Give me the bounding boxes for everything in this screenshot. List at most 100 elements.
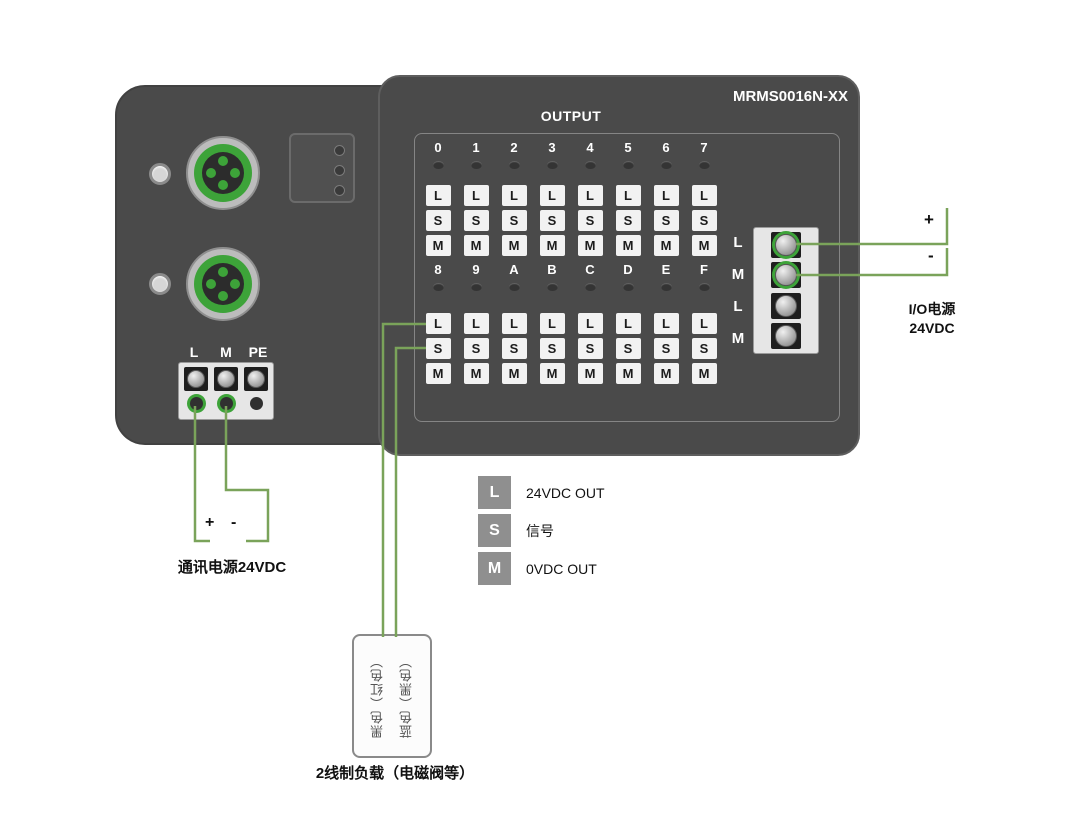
terminal-box-l: L [653, 185, 679, 206]
channel-led-indicator [660, 161, 672, 169]
m12-connector-bottom [186, 247, 260, 321]
channel-led-indicator [432, 161, 444, 169]
channel-number: 3 [548, 140, 556, 155]
io-terminal-label: M [731, 329, 745, 347]
comm-terminal-label-pe: PE [248, 344, 268, 360]
terminal-box-l: L [425, 185, 451, 206]
terminal-box-m: M [577, 235, 603, 256]
channel-number: D [623, 262, 633, 277]
channel-led-indicator [432, 283, 444, 291]
terminal-box-l: L [463, 313, 489, 334]
io-terminal-label: L [733, 234, 743, 252]
terminal-box-m: M [539, 363, 565, 384]
connector-pin [206, 279, 216, 289]
legend-row-m: M 0VDC OUT [478, 552, 605, 585]
io-terminal-cell [757, 322, 815, 350]
connector-core [202, 263, 244, 305]
channel-led-indicator [622, 283, 634, 291]
io-power-label: I/O电源 24VDC [857, 300, 1007, 338]
terminal-box-l: L [501, 313, 527, 334]
legend-desc-m: 0VDC OUT [526, 560, 597, 577]
comm-terminal-m [211, 365, 241, 417]
connector-pin [206, 168, 216, 178]
connector-pin [218, 267, 228, 277]
legend-key-l: L [478, 476, 511, 509]
terminal-opening [214, 367, 238, 391]
connector-core [202, 152, 244, 194]
terminal-box-s: S [463, 338, 489, 359]
io-terminal-label: M [731, 266, 745, 284]
channel-number: 7 [700, 140, 708, 155]
terminal-box-s: S [691, 210, 717, 231]
terminal-box-s: S [501, 338, 527, 359]
channel-number: 4 [586, 140, 594, 155]
channel-led-indicator [698, 161, 710, 169]
screw-terminal [775, 234, 797, 257]
terminal-opening [244, 367, 268, 391]
connector-pin [218, 180, 228, 190]
channel-led-indicator [546, 161, 558, 169]
load-caption: 2线制负载（电磁阀等） [315, 765, 475, 782]
terminal-box-m: M [615, 363, 641, 384]
channel-number: C [585, 262, 595, 277]
legend-desc-s: 信号 [526, 522, 554, 539]
panel-title: OUTPUT [540, 108, 602, 124]
comm-terminal-pe [241, 365, 271, 417]
io-power-plus-sign: + [924, 210, 934, 229]
connector-pin [230, 168, 240, 178]
terminal-box-m: M [463, 363, 489, 384]
wire-clamp [249, 397, 263, 410]
io-power-line1: I/O电源 [908, 301, 956, 317]
connector-pin [230, 279, 240, 289]
screw-terminal [217, 370, 235, 388]
channel-led-indicator [508, 283, 520, 291]
legend-key-s: S [478, 514, 511, 547]
output-panel-inner-frame [414, 133, 840, 422]
terminal-box-s: S [463, 210, 489, 231]
terminal-box-s: S [539, 210, 565, 231]
io-terminal-block [753, 227, 819, 354]
terminal-box-l: L [425, 313, 451, 334]
terminal-box-m: M [577, 363, 603, 384]
address-switch-box [289, 133, 355, 203]
m12-connector-top [186, 136, 260, 210]
load-box: 黑色（红色） 蓝色（黑色） [352, 634, 432, 758]
io-power-minus-sign: - [928, 246, 934, 265]
terminal-box-s: S [615, 338, 641, 359]
terminal-box-m: M [691, 363, 717, 384]
terminal-box-l: L [577, 313, 603, 334]
terminal-box-l: L [615, 313, 641, 334]
channel-number: 2 [510, 140, 518, 155]
io-terminal-cell [757, 292, 815, 320]
terminal-box-l: L [577, 185, 603, 206]
terminal-box-s: S [691, 338, 717, 359]
channel-number: 1 [472, 140, 480, 155]
connector-pin [218, 156, 228, 166]
terminal-box-m: M [463, 235, 489, 256]
comm-terminal-l [181, 365, 211, 417]
channel-number: 9 [472, 262, 480, 277]
model-number: MRMS0016N-XX [732, 88, 848, 105]
channel-led-indicator [508, 161, 520, 169]
terminal-box-s: S [539, 338, 565, 359]
terminal-box-m: M [653, 363, 679, 384]
screw-terminal [775, 324, 797, 347]
terminal-box-l: L [539, 313, 565, 334]
io-terminal-cell [757, 261, 815, 289]
terminal-box-m: M [653, 235, 679, 256]
